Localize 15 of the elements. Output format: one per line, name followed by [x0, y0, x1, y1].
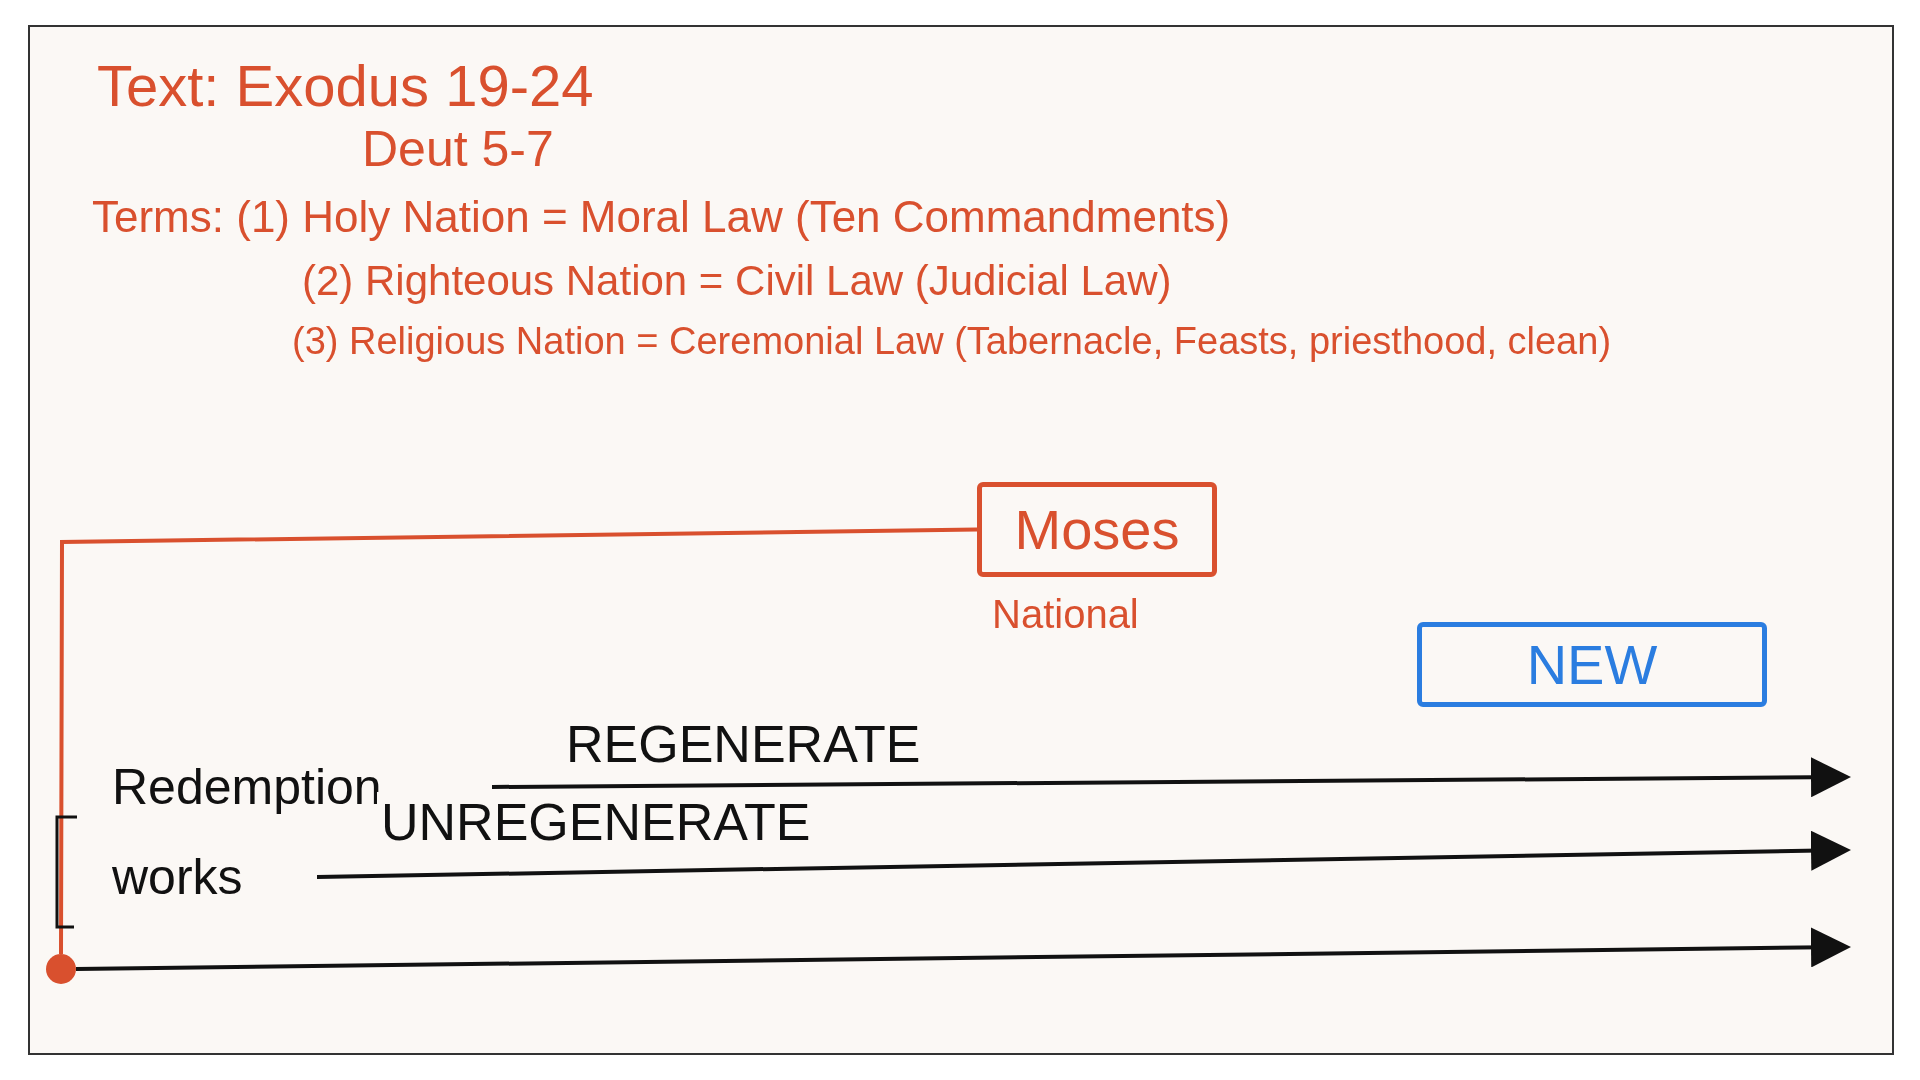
node-text: Moses: [1014, 497, 1180, 562]
name-box: [977, 482, 1217, 577]
arrow: [75, 927, 1851, 971]
arrow: [492, 757, 1851, 798]
heading-text: Text: Exodus 19-24: [97, 52, 594, 119]
node-text: works: [112, 848, 243, 906]
note-text: Terms: (1) Holy Nation = Moral Law (Ten Commandments): [92, 192, 1231, 242]
heading-text: Deut 5-7: [362, 120, 554, 178]
node-text: NEW: [1526, 632, 1658, 697]
note-text: (3) Religious Nation = Ceremonial Law (Tabernacle, Feasts, priesthood, clean): [292, 320, 1612, 363]
label-box: [1417, 622, 1767, 707]
arrow: [316, 830, 1851, 879]
note-text: (2) Righteous Nation = Civil Law (Judicial Law): [302, 257, 1172, 305]
node-dot: [46, 954, 76, 984]
caption-text: National: [992, 592, 1139, 637]
